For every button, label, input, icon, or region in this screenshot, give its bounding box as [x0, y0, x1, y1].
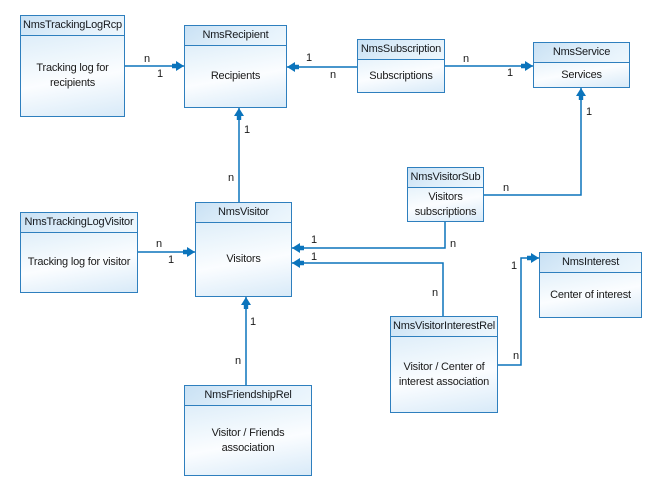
entity-title: NmsVisitorInterestRel — [391, 317, 497, 337]
cardinality-label: n — [503, 182, 509, 194]
cardinality-label: n — [228, 172, 234, 184]
entity-description: Visitors — [226, 253, 261, 265]
cardinality-label: n — [144, 53, 150, 65]
entity-title: NmsInterest — [540, 253, 641, 273]
entity-title: NmsSubscription — [358, 40, 444, 60]
entity-description: Visitor / Friends association — [211, 426, 285, 454]
cardinality-label: 1 — [311, 234, 317, 246]
entity-description: Services — [561, 68, 602, 81]
entity-description: Visitors subscriptions — [414, 191, 477, 218]
cardinality-label: n — [432, 287, 438, 299]
cardinality-label: 1 — [244, 124, 250, 136]
entity-title: NmsRecipient — [185, 26, 286, 46]
cardinality-label: 1 — [168, 254, 174, 266]
cardinality-label: 1 — [586, 106, 592, 118]
entity-title: NmsFriendshipRel — [185, 386, 311, 406]
entity-title: NmsVisitor — [196, 203, 291, 223]
cardinality-label: n — [450, 238, 456, 250]
cardinality-label: n — [463, 53, 469, 65]
cardinality-label: 1 — [306, 52, 312, 64]
cardinality-label: n — [156, 238, 162, 250]
connector-NmsVisitorInterestRel-NmsVisitor — [292, 258, 444, 316]
connector-NmsVisitorSub-NmsService — [484, 88, 586, 196]
cardinality-label: 1 — [311, 251, 317, 263]
cardinality-label: 1 — [157, 68, 163, 80]
connector-NmsVisitorSub-NmsVisitor — [292, 222, 446, 253]
cardinality-label: n — [330, 69, 336, 81]
cardinality-label: 1 — [511, 260, 517, 272]
cardinality-label: n — [513, 350, 519, 362]
entity-description: Tracking log for visitor — [27, 256, 131, 268]
entity-description: Subscriptions — [369, 69, 433, 82]
entity-description: Center of interest — [550, 288, 631, 301]
entity-title: NmsTrackingLogVisitor — [21, 213, 137, 233]
connector-NmsVisitorInterestRel-NmsInterest — [498, 253, 539, 366]
cardinality-label: 1 — [250, 316, 256, 328]
entity-description: Tracking log for recipients — [36, 62, 109, 89]
cardinality-label: n — [235, 355, 241, 367]
entity-title: NmsTrackingLogRcp — [21, 16, 124, 36]
entity-description: Recipients — [210, 70, 261, 82]
entity-title: NmsService — [534, 43, 629, 63]
entity-title: NmsVisitorSub — [408, 168, 483, 188]
cardinality-label: 1 — [507, 67, 513, 79]
entity-description: Visitor / Center of interest association — [398, 360, 490, 388]
